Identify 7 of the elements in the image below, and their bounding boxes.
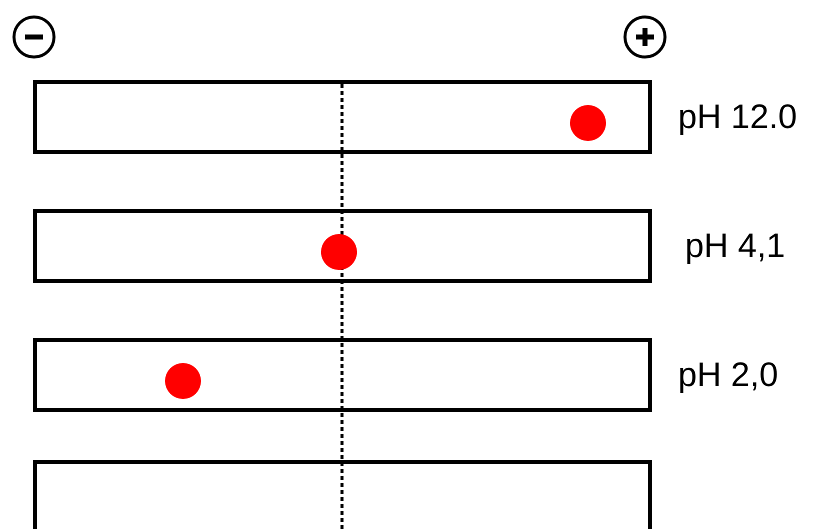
ph-label: pH 12.0	[678, 100, 798, 134]
gel-strip	[33, 460, 652, 529]
ph-label: pH 2,0	[678, 358, 778, 392]
gel-strip	[33, 209, 652, 283]
gel-strip	[33, 338, 652, 412]
gel-strip	[33, 80, 652, 154]
ph-label: pH 4,1	[685, 229, 786, 263]
